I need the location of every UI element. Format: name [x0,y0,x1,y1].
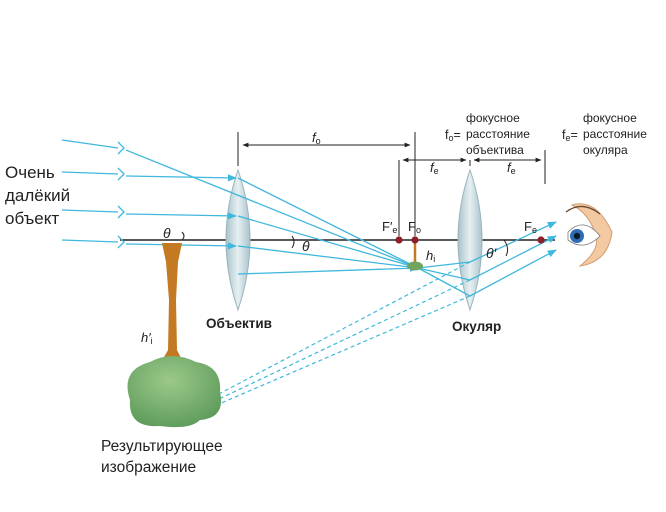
dim-fe2-main: f [507,160,512,175]
fe-def-eq: = [571,128,578,142]
dim-fo-label: fo [312,130,321,146]
fo-def-line3: объектива [466,143,524,157]
dim-fe2-sub: e [511,166,516,176]
resulting-image-tree [127,243,222,428]
virtual-rays [195,261,471,411]
fo-point-main: F [408,219,416,234]
hi-label: hi [426,248,435,264]
converging-rays [125,149,471,297]
objective-lens [225,168,251,312]
dim-fe1-label: fe [430,160,439,176]
fo-def-line1: фокусное [466,111,520,125]
dimension-lines [237,132,546,236]
fe-point-sub: e [532,225,537,235]
theta-left-label: θ [163,225,171,241]
fo-definition: fo= [445,128,461,143]
result-label-line2: изображение [101,459,196,476]
focal-point-fe-prime [395,236,403,244]
eyepiece-lens [457,168,483,312]
object-label-line1: Очень [5,163,55,182]
focal-point-fe [537,236,545,244]
fo-def-prefix: f [445,128,449,142]
fe-def-line3: окуляра [583,143,628,157]
hi-prime-sub: i [151,336,153,346]
fo-def-line2: расстояние [466,127,530,141]
hi-sub: i [433,254,435,264]
theta-prime-arc [503,239,509,257]
theta-prime-label: θ′ [486,245,498,261]
exit-rays [469,221,557,297]
fe-prime-label: F′e [382,219,397,235]
theta-arc-objective [291,235,295,249]
eyepiece-label: Окуляр [452,319,501,334]
hi-main: h [426,248,433,263]
object-label-line2: далёкий [5,186,70,205]
focal-point-fo [411,236,419,244]
fe-prime-sub: e [392,225,397,235]
result-label-line1: Результирующее [101,438,223,455]
hi-prime-main: h′ [141,330,151,345]
fe-point-main: F [524,219,532,234]
objective-label: Объектив [206,316,272,331]
fe-definition: fe= [562,128,578,143]
object-label-line3: объект [5,209,59,228]
fo-def-sub: o [448,133,453,143]
fe-def-line1: фокусное [583,111,637,125]
intermediate-image [407,240,423,271]
fe-prime-main: F′ [382,219,393,234]
fe-point-label: Fe [524,219,537,235]
dim-fo-main: f [312,130,317,145]
fo-point-sub: o [416,225,421,235]
fe-def-line2: расстояние [583,127,647,141]
fo-point-label: Fo [408,219,421,235]
dim-fe1-main: f [430,160,435,175]
theta-arc-left [181,231,185,241]
hi-prime-label: h′i [141,330,153,346]
fe-def-sub: e [565,133,570,143]
incoming-rays [61,139,237,250]
dim-fe1-sub: e [434,166,439,176]
fe-def-prefix: f [562,128,566,142]
theta-axis-label: θ [302,238,310,254]
eye-icon [565,203,613,267]
dim-fo-sub: o [316,136,321,146]
dim-fe2-label: fe [507,160,516,176]
fo-def-eq: = [454,128,461,142]
